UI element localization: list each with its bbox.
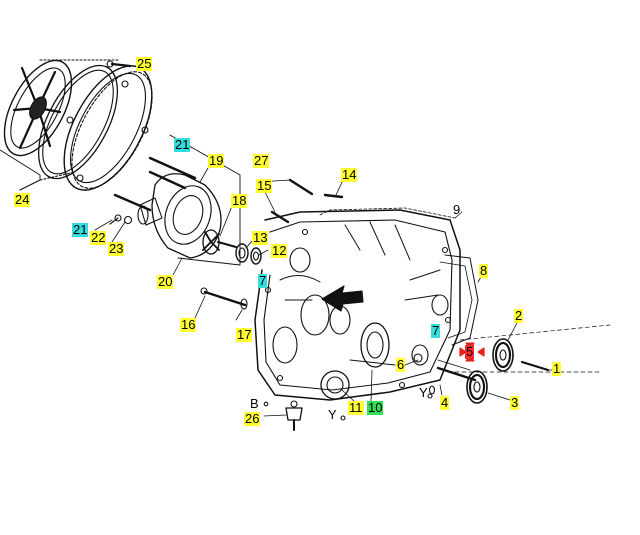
callout-9[interactable]: 9 <box>453 202 461 217</box>
callout-26[interactable]: 26 <box>244 411 261 426</box>
callout-Y-left[interactable]: Y <box>328 407 337 422</box>
callout-15[interactable]: 15 <box>256 178 273 193</box>
clutch-cover-group <box>0 59 153 191</box>
callout-14[interactable]: 14 <box>341 167 358 182</box>
callout-24[interactable]: 24 <box>14 192 31 207</box>
callout-2[interactable]: 2 <box>514 308 524 323</box>
callout-Y-right[interactable]: Y <box>419 385 428 400</box>
callout-21-top[interactable]: 21 <box>174 137 191 152</box>
callout-3[interactable]: 3 <box>510 395 520 410</box>
callout-B[interactable]: B <box>250 396 259 411</box>
callout-1[interactable]: 1 <box>552 361 562 376</box>
bolt-25-drawing <box>106 60 132 68</box>
callout-25[interactable]: 25 <box>136 56 153 71</box>
callout-27[interactable]: 27 <box>253 153 270 168</box>
crankcase-group <box>254 207 463 401</box>
callout-4[interactable]: 4 <box>440 395 450 410</box>
callout-23[interactable]: 23 <box>108 241 125 256</box>
callout-22[interactable]: 22 <box>90 230 107 245</box>
callout-20[interactable]: 20 <box>157 274 174 289</box>
callout-21-bottom[interactable]: 21 <box>72 222 89 237</box>
callout-8[interactable]: 8 <box>479 263 489 278</box>
callout-11[interactable]: 11 <box>348 400 364 415</box>
callout-13[interactable]: 13 <box>252 230 269 245</box>
callout-5[interactable]: 5 <box>465 344 475 359</box>
bolt-16-17-drawing <box>200 287 248 310</box>
water-pump-group <box>109 134 241 266</box>
callout-18[interactable]: 18 <box>231 193 248 208</box>
callout-10[interactable]: 10 <box>367 400 384 415</box>
direction-arrow <box>321 285 364 312</box>
callout-7-right[interactable]: 7 <box>431 323 441 338</box>
seal-12-13-drawing <box>235 243 262 265</box>
callout-12[interactable]: 12 <box>271 243 288 258</box>
callout-17[interactable]: 17 <box>236 327 253 342</box>
callout-7-left[interactable]: 7 <box>258 273 268 288</box>
callout-6[interactable]: 6 <box>396 357 406 372</box>
sensor-26-drawing <box>263 400 303 431</box>
leader-lines <box>94 167 553 417</box>
gears-2-3-drawing <box>454 324 611 404</box>
callout-19[interactable]: 19 <box>208 153 225 168</box>
callout-16[interactable]: 16 <box>180 317 197 332</box>
y-markers-drawing <box>340 393 433 421</box>
